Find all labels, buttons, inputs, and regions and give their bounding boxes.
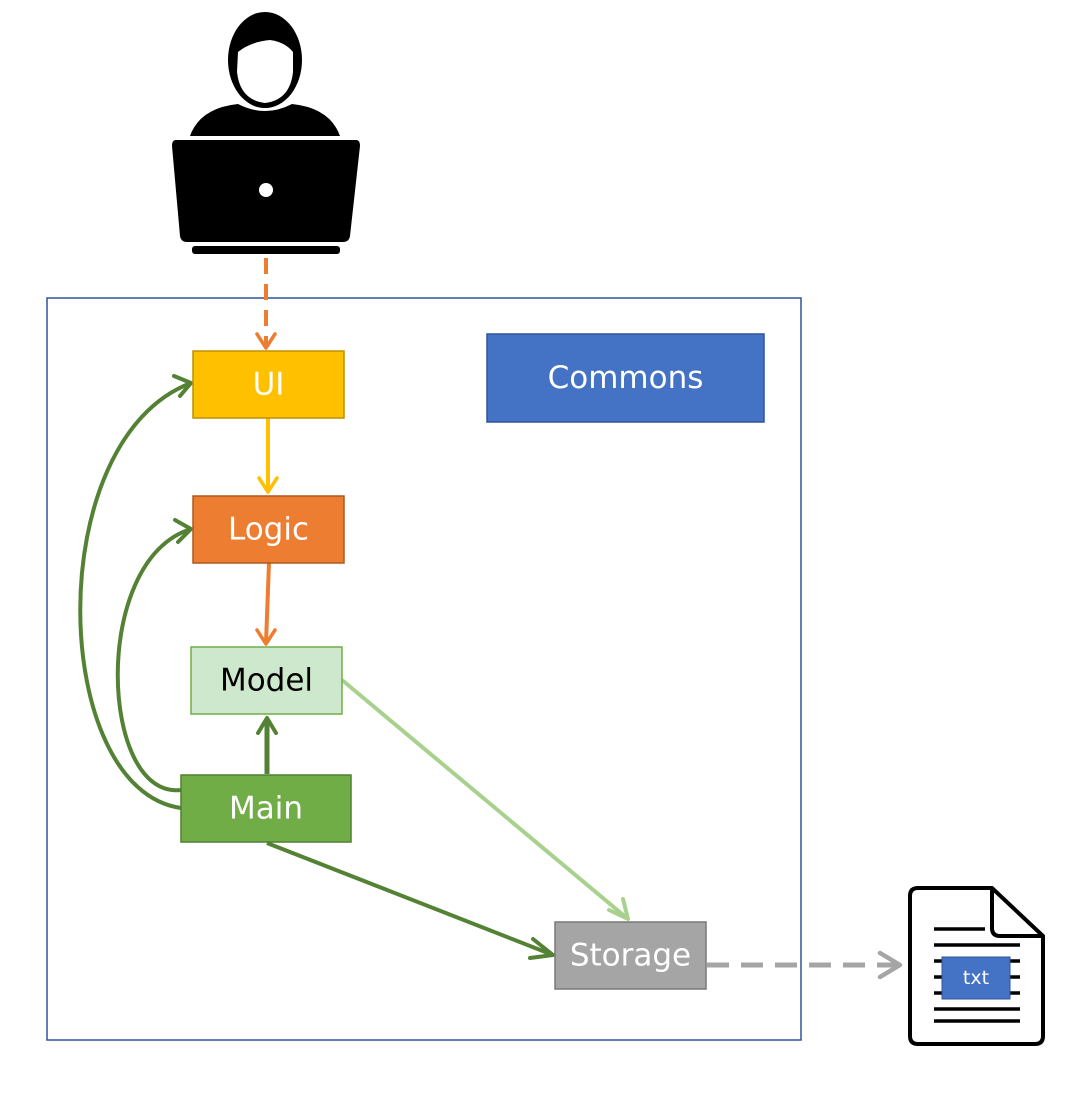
model-label: Model [220,663,313,699]
storage-label: Storage [570,938,691,974]
commons-component: Commons [486,333,765,423]
component-boundary [46,297,802,1041]
main-to-storage-arrow [266,841,554,957]
ui-label: UI [253,367,285,403]
user-laptop-icon [172,12,360,254]
model-to-storage-arrow [340,678,630,921]
main-component: Main [180,774,352,843]
logic-component: Logic [192,495,345,564]
storage-box [554,921,707,990]
ui-component: UI [192,350,345,419]
main-to-ui-arrow [78,381,192,810]
ui-box [192,350,345,419]
main-to-logic-arrow [115,527,192,793]
logic-label: Logic [228,512,309,548]
main-box [180,774,352,843]
logic-box [192,495,345,564]
commons-box [486,333,765,423]
model-component: Model [190,646,343,715]
connections [78,258,903,980]
text-file-icon: txt [908,886,1045,1046]
storage-component: Storage [554,921,707,990]
model-box [190,646,343,715]
commons-label: Commons [548,360,704,396]
logic-to-model-arrow [264,562,271,644]
file-type-label: txt [963,967,989,989]
file-type-badge [941,956,1011,1000]
main-label: Main [229,791,303,827]
